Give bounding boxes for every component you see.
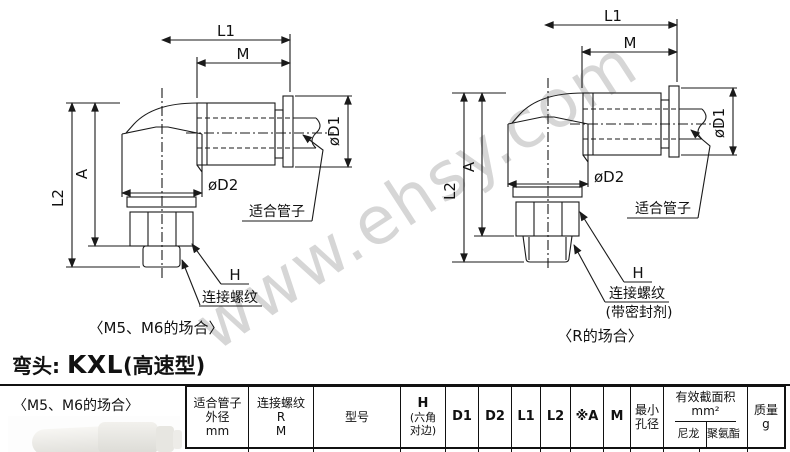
heading-suffix: (高速型)	[123, 354, 206, 378]
col-min-bore: 最小 孔径	[631, 387, 664, 447]
left-dim-label-l1: L1	[217, 22, 235, 40]
col-thread: 连接螺纹 R M	[249, 387, 314, 447]
left-dim-label-m: M	[237, 45, 250, 63]
right-diagram-caption: 〈R的场合〉	[557, 327, 642, 345]
col-nylon: 尼龙	[671, 422, 707, 447]
col-mass: 质量 g	[753, 402, 778, 431]
left-dim-label-d1: øD1	[325, 116, 343, 146]
col-d2: D2	[479, 387, 512, 447]
technical-drawings: L1 M A L2 øD1 øD2 适合管子 H	[49, 7, 737, 345]
right-dim-label-d2: øD2	[594, 168, 624, 186]
right-diagram: L1 M A L2 øD1 øD2 适合管子 H	[441, 7, 737, 345]
product-photo	[8, 416, 182, 452]
heading-model-code: KXL	[66, 350, 124, 379]
section-heading: 弯头: KXL(高速型)	[12, 350, 205, 380]
photo-elbow-shape	[31, 426, 107, 452]
right-thread-label: 连接螺纹	[609, 285, 665, 302]
left-dimensions: L1 M A L2 øD1 øD2	[49, 22, 352, 268]
left-dim-label-a: A	[73, 168, 91, 179]
left-thread-label: 连接螺纹	[202, 289, 258, 306]
col-model: 型号	[314, 387, 401, 447]
col-d1: D1	[446, 387, 479, 447]
left-dim-label-d2: øD2	[208, 176, 238, 194]
right-dimensions: L1 M A L2 øD1 øD2	[441, 7, 737, 263]
photo-caption: 〈M5、M6的场合〉	[13, 398, 139, 414]
col-a: ※A	[571, 387, 604, 447]
right-fitting-outline	[507, 78, 722, 270]
right-tube-label: 适合管子	[635, 201, 691, 217]
col-l1: L1	[512, 387, 541, 447]
spec-table-header: 适合管子 外径 mm 连接螺纹 R M 型号 H (六角 对边) D1 D2 L…	[185, 385, 786, 449]
photo-tip-shape	[173, 430, 182, 449]
left-fitting-outline	[121, 88, 334, 278]
col-effective-area-title: 有效截面积 mm²	[675, 387, 736, 422]
right-callouts: 适合管子 H 连接螺纹 (带密封剂) 〈R的场合〉	[557, 129, 711, 345]
col-tube-od: 适合管子 外径 mm	[187, 387, 249, 447]
right-dim-label-m: M	[624, 34, 637, 52]
right-hex-label: H	[632, 264, 643, 282]
col-hex: H (六角 对边)	[401, 387, 446, 447]
right-dim-label-l1: L1	[604, 7, 622, 25]
col-m: M	[604, 387, 631, 447]
right-thread-note: (带密封剂)	[606, 304, 673, 321]
right-dim-label-a: A	[460, 161, 478, 172]
left-hex-label: H	[229, 266, 240, 284]
left-dim-label-l2: L2	[49, 189, 67, 207]
col-effective-area-subcols: 尼龙 聚氨酯	[671, 422, 740, 447]
next-row-stub	[185, 449, 786, 452]
right-dim-label-d1: øD1	[710, 108, 728, 138]
col-hex-symbol: H	[417, 396, 429, 412]
left-diagram-caption: 〈M5、M6的场合〉	[89, 319, 224, 337]
col-effective-area: 有效截面积 mm² 尼龙 聚氨酯	[664, 387, 748, 447]
left-callouts: 适合管子 H 连接螺纹 〈M5、M6的场合〉	[89, 134, 324, 337]
photo-collar-shape	[156, 426, 174, 452]
photo-barrel-shape	[98, 422, 158, 452]
col-l2: L2	[541, 387, 571, 447]
col-hex-note: (六角 对边)	[409, 410, 437, 437]
left-tube-label: 适合管子	[249, 204, 305, 220]
heading-prefix: 弯头:	[12, 354, 67, 378]
left-diagram: L1 M A L2 øD1 øD2 适合管子 H	[49, 22, 352, 337]
right-dim-label-l2: L2	[441, 182, 459, 200]
col-polyurethane: 聚氨酯	[707, 427, 740, 441]
